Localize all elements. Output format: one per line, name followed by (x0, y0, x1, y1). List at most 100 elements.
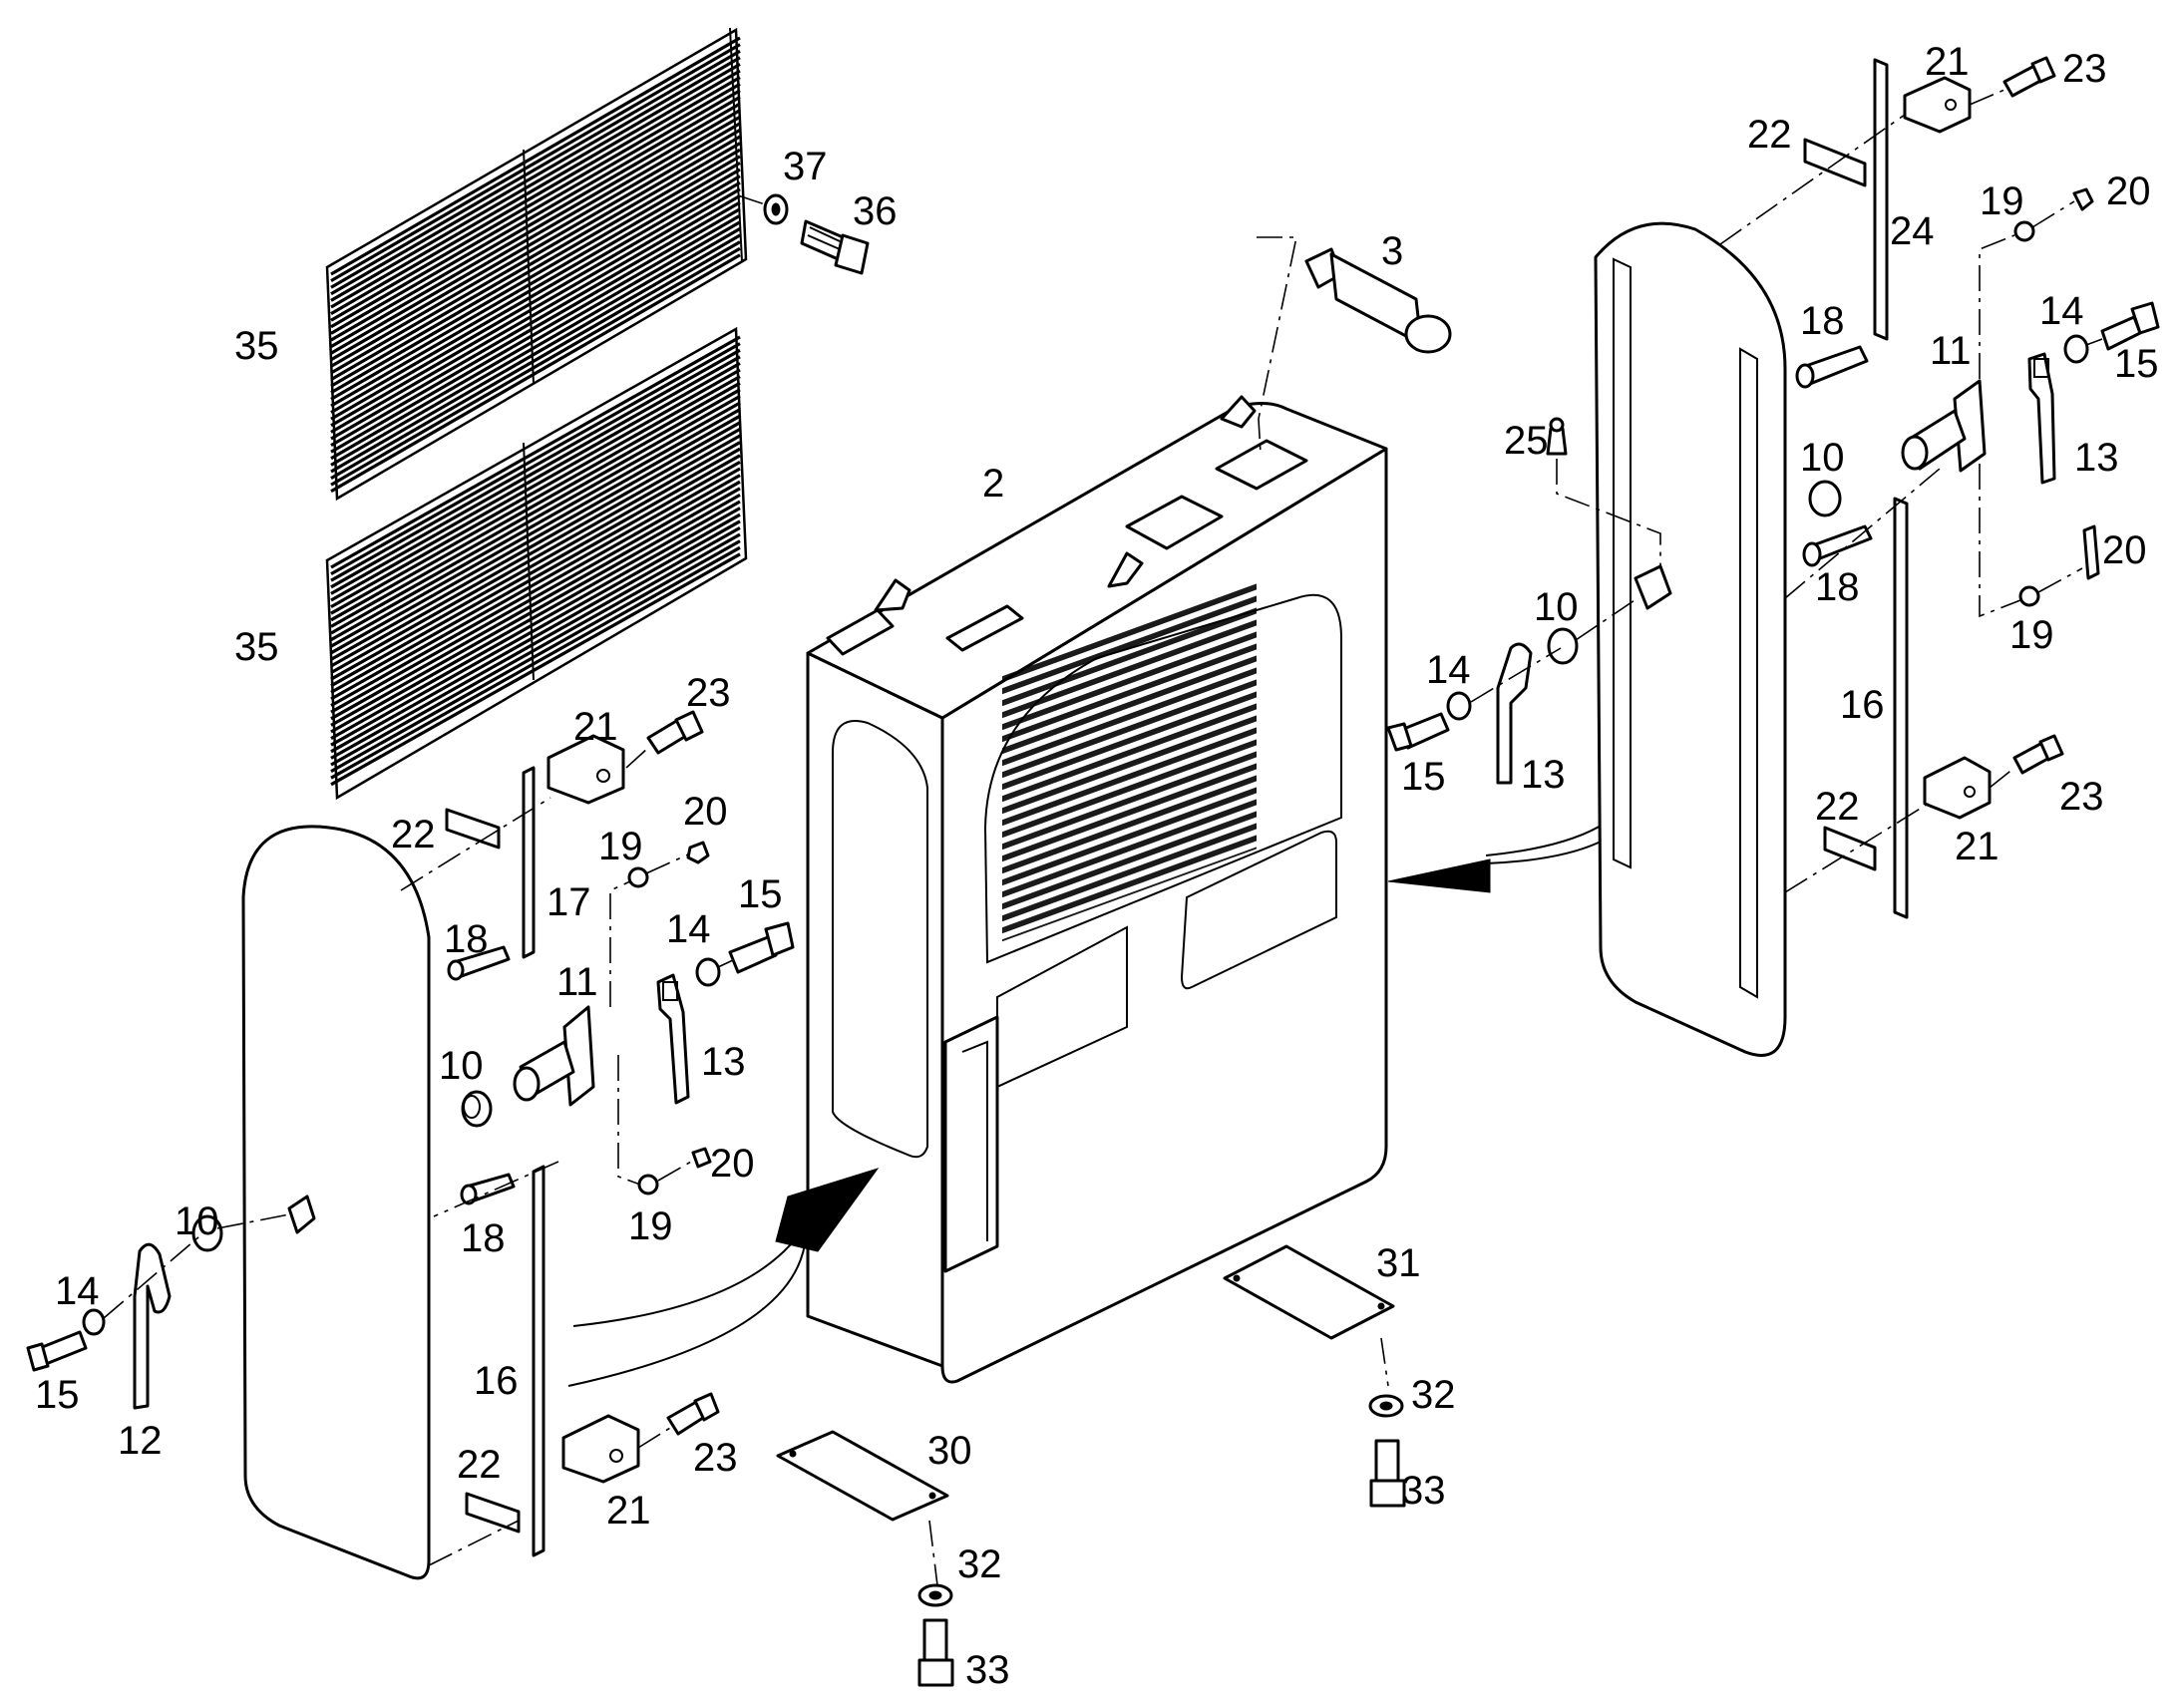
label-15-left-upper: 15 (738, 872, 783, 916)
label-33-right: 33 (1401, 1469, 1446, 1513)
right-pin-18-upper (1795, 345, 1869, 389)
label-19-left-lower: 19 (628, 1204, 673, 1248)
grille-slat (330, 115, 741, 355)
callout-labels: 2 3 35 35 36 37 21 23 22 19 20 17 15 14 … (35, 40, 2159, 1692)
washer-37 (763, 193, 789, 225)
label-22-right-lower: 22 (1815, 785, 1860, 829)
right-washer-14-upper (2063, 334, 2089, 364)
right-nut-20-upper (2072, 187, 2094, 211)
grille-slat (330, 362, 741, 595)
grille-slat (330, 335, 741, 569)
grille-slat (330, 142, 741, 381)
label-16-right: 16 (1840, 683, 1885, 727)
label-18-right-upper: 18 (1800, 299, 1845, 343)
grille-slat (330, 122, 741, 362)
label-32-right: 32 (1411, 1373, 1456, 1417)
label-32-left: 32 (957, 1542, 1002, 1586)
grille-slat (330, 512, 741, 747)
label-30: 30 (927, 1429, 972, 1473)
left-pin-18-lower (460, 1173, 516, 1205)
grille-slat (330, 355, 741, 589)
grille-slat (330, 43, 741, 282)
label-3: 3 (1381, 229, 1403, 273)
left-nut-20-lower (691, 1147, 712, 1169)
label-22-right-upper: 22 (1747, 113, 1792, 157)
grille-slat (330, 76, 741, 315)
grille-slat (330, 82, 741, 322)
label-35-upper: 35 (234, 324, 279, 368)
grille-slat (330, 135, 741, 375)
grille-slat (330, 494, 741, 727)
grille-slat (330, 220, 741, 461)
grille-slat (330, 194, 741, 434)
label-10-right-upper: 10 (1800, 436, 1845, 480)
right-bushing-10-upper (1808, 480, 1842, 517)
label-23-left-lower: 23 (693, 1436, 738, 1480)
grille-slat (330, 240, 741, 480)
label-10-left-lower: 10 (175, 1199, 219, 1243)
left-pin-18-upper (447, 945, 511, 981)
grille-slat (330, 461, 741, 694)
side-panel-left (241, 825, 431, 1580)
label-11-left: 11 (556, 960, 598, 1004)
label-35-lower: 35 (234, 625, 279, 669)
grille-slat (330, 36, 741, 276)
grille-slat (330, 552, 741, 787)
label-14-right-lower: 14 (1426, 648, 1471, 692)
grille-slat (330, 428, 741, 661)
grille-slat (330, 102, 741, 342)
label-21-left-lower: 21 (606, 1489, 651, 1533)
right-upper-bracket-21 (1903, 76, 1972, 134)
right-bolt-15-upper (2100, 301, 2160, 351)
grille-slat (330, 49, 741, 289)
label-22-left-upper: 22 (391, 813, 436, 856)
label-15-right-upper: 15 (2114, 342, 2159, 386)
label-24: 24 (1890, 209, 1935, 253)
grille-slat (330, 441, 741, 674)
label-20-left-lower: 20 (710, 1142, 755, 1186)
label-18-left-upper: 18 (444, 917, 489, 961)
label-25: 25 (1504, 419, 1549, 463)
right-nut-20-lower (2082, 524, 2100, 580)
label-18-left-lower: 18 (461, 1216, 506, 1260)
grille-slat (330, 507, 741, 740)
grille-slat (330, 519, 741, 754)
left-latch-13 (656, 973, 690, 1105)
left-washer-14-upper (695, 957, 721, 987)
right-knob (1634, 564, 1672, 610)
bolt-36 (800, 219, 870, 275)
left-lower-bracket-21 (561, 1414, 640, 1484)
grille-slat (330, 155, 741, 395)
right-upper-bolt-23 (2002, 56, 2056, 98)
grille-slat (330, 500, 741, 734)
grille-slat (330, 381, 741, 615)
grille-slat (330, 63, 741, 302)
side-panel-right (1594, 221, 1787, 1057)
radiator-housing (806, 395, 1388, 1384)
right-lower-bracket-21 (1923, 756, 1992, 820)
label-14-right-upper: 14 (2039, 289, 2084, 333)
label-14-left-lower: 14 (55, 1269, 100, 1313)
label-10-right-lower: 10 (1534, 585, 1579, 629)
grille-slat (330, 200, 741, 441)
right-lower-rail-16 (1893, 497, 1909, 919)
grille-slat (330, 480, 741, 714)
grille-slat (330, 401, 741, 635)
label-11-right: 11 (1930, 329, 1972, 373)
grille-slat (330, 180, 741, 421)
label-19-right-lower: 19 (2009, 613, 2054, 657)
label-20-left-upper: 20 (683, 790, 728, 834)
label-17: 17 (546, 880, 591, 924)
left-hinge-11 (513, 1005, 595, 1107)
label-12: 12 (118, 1419, 163, 1463)
grease-fitting-25 (1546, 417, 1568, 456)
grille-slat (330, 447, 741, 681)
right-bolt-15-lower (1386, 712, 1450, 752)
grille-slat (330, 368, 741, 602)
grille-slat (330, 69, 741, 309)
bolt-33-left (917, 1618, 954, 1687)
label-36: 36 (853, 189, 898, 233)
grille-slat (330, 56, 741, 296)
grille-slat (330, 89, 741, 329)
washer-32-right (1368, 1394, 1404, 1418)
